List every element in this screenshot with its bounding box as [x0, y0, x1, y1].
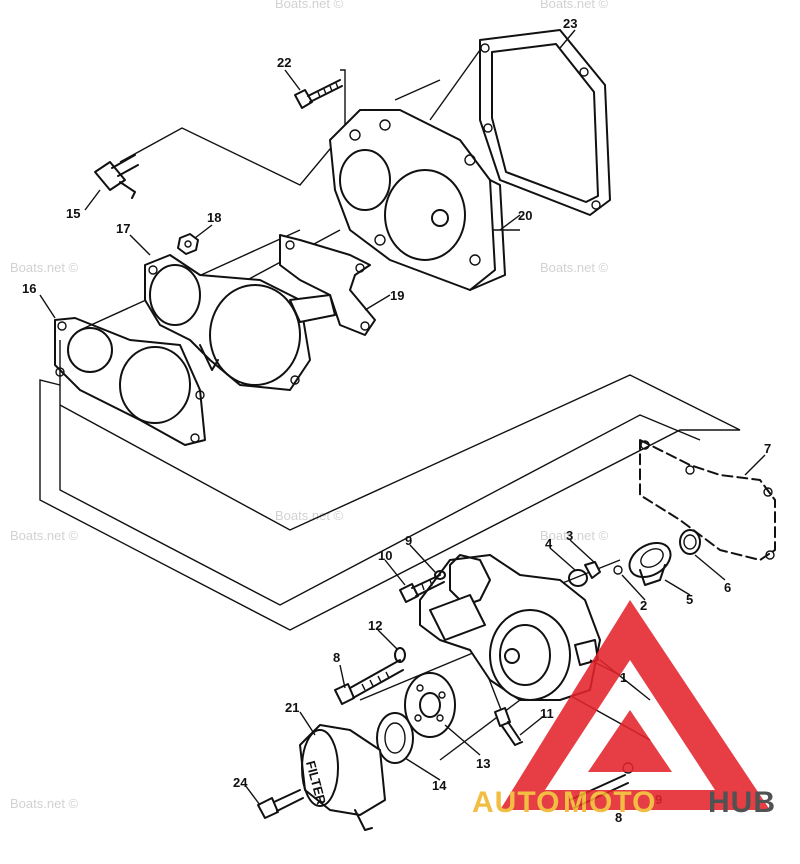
watermark: Boats.net ©	[275, 0, 344, 11]
callout-9: 9	[405, 533, 412, 548]
logo-word-moto: MOTO	[563, 786, 656, 819]
logo-word-auto: AUTO	[472, 786, 560, 819]
watermark: Boats.net ©	[275, 508, 344, 523]
watermarks: Boats.net © Boats.net © Boats.net © Boat…	[10, 0, 609, 811]
callout-16: 16	[22, 281, 36, 296]
callout-2: 2	[640, 598, 647, 613]
part-21-filter-cover: FILTER	[299, 724, 386, 831]
part-19-bracket	[279, 234, 376, 336]
callout-3: 3	[566, 528, 573, 543]
logo-triangle-icon	[500, 600, 770, 810]
part-14-ring	[376, 712, 414, 764]
part-17-cover	[144, 254, 336, 391]
callout-7: 7	[764, 441, 771, 456]
watermark: Boats.net ©	[540, 528, 609, 543]
part-11-fitting	[494, 707, 523, 746]
callout-22: 22	[277, 55, 291, 70]
callout-11: 11	[540, 706, 554, 721]
callout-15: 15	[66, 206, 80, 221]
callout-1: 1	[620, 670, 627, 685]
part-16-gasket	[54, 317, 206, 446]
callout-21: 21	[285, 700, 299, 715]
watermark: Boats.net ©	[10, 796, 79, 811]
callout-5: 5	[686, 592, 693, 607]
watermark: Boats.net ©	[540, 0, 609, 11]
watermark: Boats.net ©	[540, 260, 609, 275]
callout-18: 18	[207, 210, 221, 225]
part-13-impeller	[404, 672, 456, 738]
callout-14: 14	[432, 778, 447, 793]
part-3-4-washer	[568, 561, 623, 587]
watermark: Boats.net ©	[10, 528, 79, 543]
callout-24: 24	[233, 775, 248, 790]
leader-lines	[39, 29, 766, 806]
part-5-thermostat	[628, 541, 672, 586]
callout-12: 12	[368, 618, 382, 633]
callout-17: 17	[116, 221, 130, 236]
part-6-oring	[679, 529, 701, 555]
part-7-gasket	[639, 439, 776, 561]
callout-13: 13	[476, 756, 490, 771]
part-8-bolt	[334, 659, 404, 705]
callouts: 1 2 3 4 5 6 7 8 9 10 11 12 13 14 15 16 1…	[22, 16, 771, 825]
pump-housing	[419, 554, 601, 701]
part-12-washer	[394, 647, 406, 663]
part-24-bolt	[257, 789, 304, 819]
callout-8-secondary: 8	[615, 810, 622, 825]
logo-word-hub: HUB	[708, 786, 776, 819]
callout-23: 23	[563, 16, 577, 31]
part-18-nut	[177, 233, 199, 255]
watermark: Boats.net ©	[10, 260, 79, 275]
automotohub-logo: AUTO MOTO HUB	[472, 600, 776, 819]
part-15-fitting	[94, 154, 139, 199]
callout-8: 8	[333, 650, 340, 665]
part-22-bolt	[294, 79, 343, 109]
callout-19: 19	[390, 288, 404, 303]
callout-20: 20	[518, 208, 532, 223]
part-20-housing	[329, 109, 506, 291]
callout-6: 6	[724, 580, 731, 595]
callout-10: 10	[378, 548, 392, 563]
callout-4: 4	[545, 536, 553, 551]
part-10-bolt	[399, 570, 446, 603]
